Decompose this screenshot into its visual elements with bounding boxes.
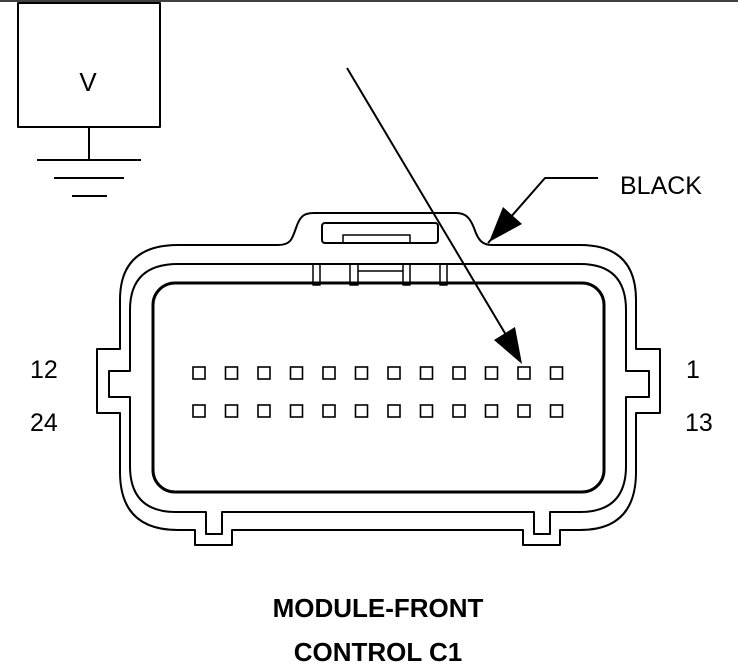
pin-cavity-22: [257, 404, 271, 418]
pin-cavity-21: [289, 404, 304, 418]
connector-housing: [96, 212, 661, 546]
pin-cavity-14: [517, 404, 531, 418]
voltmeter-box: [17, 2, 161, 128]
pin-cavity-4: [452, 366, 466, 380]
wire-color-label: BLACK: [620, 172, 702, 200]
latch-slot-3: [402, 263, 411, 286]
pin-cavity-8: [322, 366, 336, 380]
latch-tab: [342, 234, 411, 244]
probe-arrow-icon: [346, 67, 522, 364]
housing-inner-outline: [108, 263, 650, 535]
latch-window: [321, 222, 439, 244]
ground-icon: [37, 127, 141, 197]
voltmeter-symbol: V: [79, 67, 97, 97]
pin-label-row2-left: 24: [30, 409, 58, 437]
latch-slot-2: [349, 263, 359, 286]
voltmeter-icon: V: [17, 2, 161, 128]
connector-latch: [312, 222, 448, 286]
pin-cavity-7: [354, 366, 369, 380]
latch-slot-4: [439, 263, 448, 286]
wire-color-callout: BLACK: [487, 172, 702, 244]
pin-cavity-15: [484, 404, 499, 418]
pin-cavity-area: [151, 281, 606, 494]
pin-cavity-17: [419, 404, 434, 418]
pin-cavity-13: [549, 404, 564, 418]
pin-cavity-10: [257, 366, 271, 380]
housing-outer-outline: [96, 212, 661, 546]
pin-cavity-16: [452, 404, 466, 418]
pin-cavity-19: [354, 404, 369, 418]
pin-cavity-11: [224, 366, 239, 380]
connector-name-line-1: MODULE-FRONT: [273, 593, 484, 623]
probe-arrowhead: [494, 327, 522, 364]
pin-cavity-23: [224, 404, 239, 418]
pin-grid: [192, 366, 564, 418]
latch-slot-1: [312, 263, 321, 286]
pin-cavity-9: [289, 366, 304, 380]
pin-label-row2-right: 13: [685, 409, 713, 437]
pin-cavity-3: [484, 366, 499, 380]
pin-label-row1-left: 12: [30, 356, 58, 384]
pin-cavity-6: [387, 366, 401, 380]
pin-cavity-5: [419, 366, 434, 380]
pin-cavity-2: [517, 366, 531, 380]
leader-arrow-icon: [489, 207, 522, 242]
pin-cavity-18: [387, 404, 401, 418]
pin-cavity-12: [192, 366, 206, 380]
pin-cavity-1: [549, 366, 564, 380]
probe-line: [346, 67, 513, 346]
pin-cavity-24: [192, 404, 206, 418]
pin-cavity-20: [322, 404, 336, 418]
connector-name-line-2: CONTROL C1: [294, 637, 463, 667]
pin-label-row1-right: 1: [686, 356, 700, 384]
